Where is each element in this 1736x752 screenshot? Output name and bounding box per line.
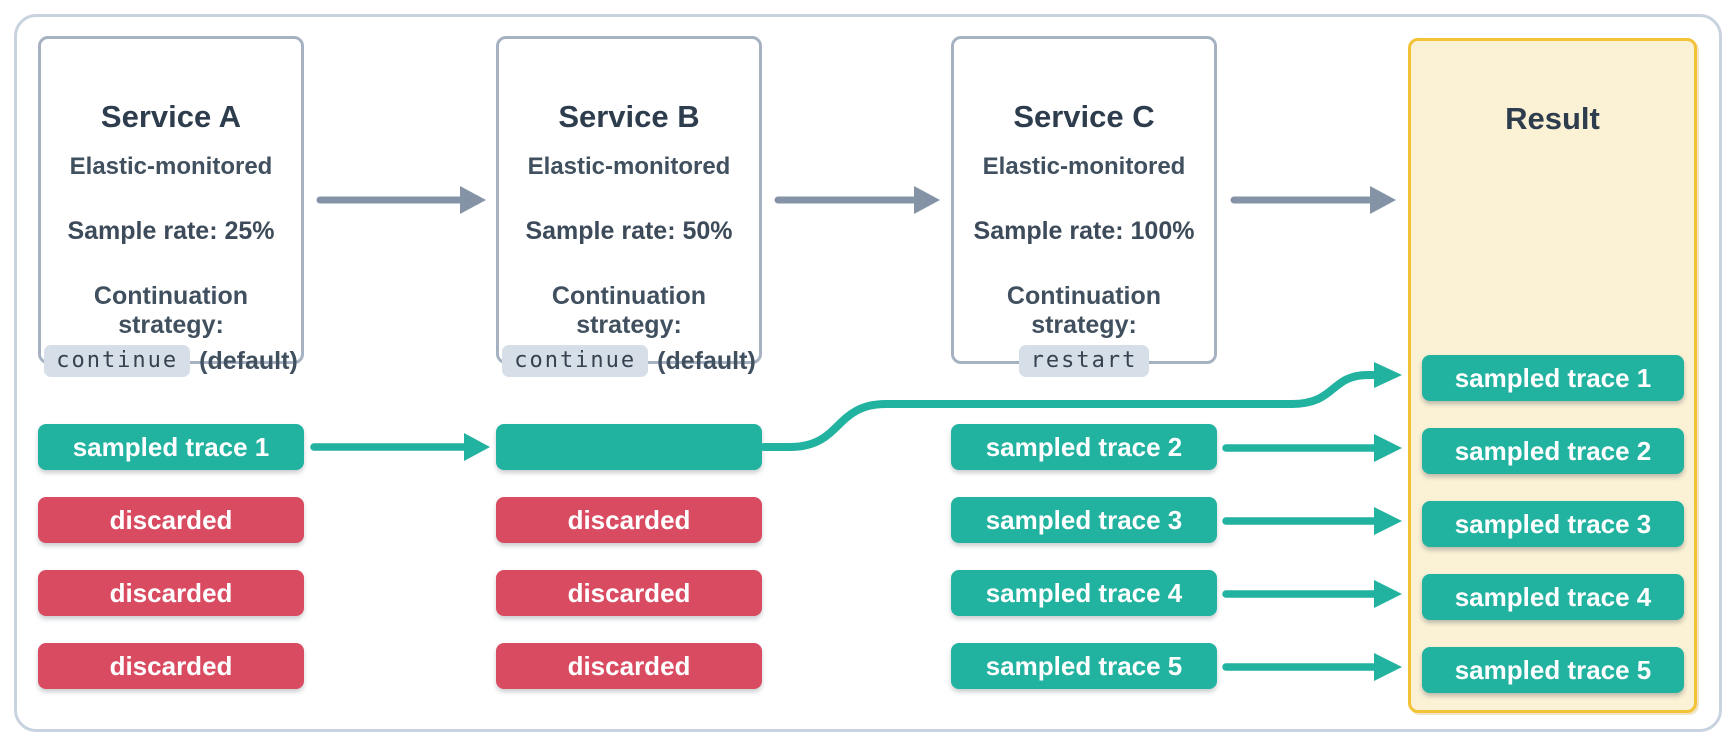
service-b-title: Service B bbox=[558, 99, 700, 134]
service-b-box: Service B Elastic-monitored Sample rate:… bbox=[496, 36, 762, 378]
trace-chip-b-discarded-1: discarded bbox=[496, 497, 762, 543]
trace-chip-a-discarded-3: discarded bbox=[38, 643, 304, 689]
service-c-monitored-label: Elastic-monitored bbox=[982, 153, 1186, 180]
result-chip-sampled-trace-4: sampled trace 4 bbox=[1422, 574, 1684, 620]
service-a-box: Service A Elastic-monitored Sample rate:… bbox=[38, 36, 304, 378]
service-a-strategy-row: continue (default) bbox=[41, 342, 301, 380]
trace-chip-c-sampled-2: sampled trace 2 bbox=[951, 424, 1217, 470]
result-chip-sampled-trace-5: sampled trace 5 bbox=[1422, 647, 1684, 693]
trace-chip-c-sampled-4: sampled trace 4 bbox=[951, 570, 1217, 616]
service-c-strategy-row: restart bbox=[954, 342, 1214, 380]
result-chip-sampled-trace-3: sampled trace 3 bbox=[1422, 501, 1684, 547]
trace-chip-a-discarded-2: discarded bbox=[38, 570, 304, 616]
service-a-continuation-label: Continuation strategy: bbox=[93, 282, 249, 339]
service-c-continuation-label: Continuation strategy: bbox=[1006, 282, 1162, 339]
service-a-strategy-code-chip: continue bbox=[44, 344, 191, 378]
trace-chip-a-sampled-1: sampled trace 1 bbox=[38, 424, 304, 470]
result-box: Result sampled trace 1 sampled trace 2 s… bbox=[1408, 38, 1697, 713]
service-a-title: Service A bbox=[100, 99, 242, 134]
service-a-sample-rate: Sample rate: 25% bbox=[67, 217, 275, 245]
service-c-title: Service C bbox=[1013, 99, 1155, 134]
trace-chip-b-sampled-unlabeled bbox=[496, 424, 762, 470]
service-b-strategy-code-chip: continue bbox=[502, 344, 649, 378]
trace-chip-b-discarded-2: discarded bbox=[496, 570, 762, 616]
trace-chip-a-discarded-1: discarded bbox=[38, 497, 304, 543]
service-a-monitored-label: Elastic-monitored bbox=[69, 153, 273, 180]
result-title: Result bbox=[1505, 101, 1600, 136]
trace-chip-b-discarded-3: discarded bbox=[496, 643, 762, 689]
service-b-strategy-suffix: (default) bbox=[657, 346, 756, 375]
service-b-sample-rate: Sample rate: 50% bbox=[525, 217, 733, 245]
service-c-sample-rate: Sample rate: 100% bbox=[973, 217, 1195, 245]
result-chip-sampled-trace-1: sampled trace 1 bbox=[1422, 355, 1684, 401]
service-b-continuation-label: Continuation strategy: bbox=[551, 282, 707, 339]
service-c-strategy-code-chip: restart bbox=[1018, 344, 1150, 378]
service-b-strategy-row: continue (default) bbox=[499, 342, 759, 380]
trace-chip-c-sampled-5: sampled trace 5 bbox=[951, 643, 1217, 689]
service-c-box: Service C Elastic-monitored Sample rate:… bbox=[951, 36, 1217, 378]
result-chip-sampled-trace-2: sampled trace 2 bbox=[1422, 428, 1684, 474]
trace-chip-c-sampled-3: sampled trace 3 bbox=[951, 497, 1217, 543]
service-a-strategy-suffix: (default) bbox=[199, 346, 298, 375]
diagram-outer-frame bbox=[14, 14, 1722, 732]
service-b-monitored-label: Elastic-monitored bbox=[527, 153, 731, 180]
